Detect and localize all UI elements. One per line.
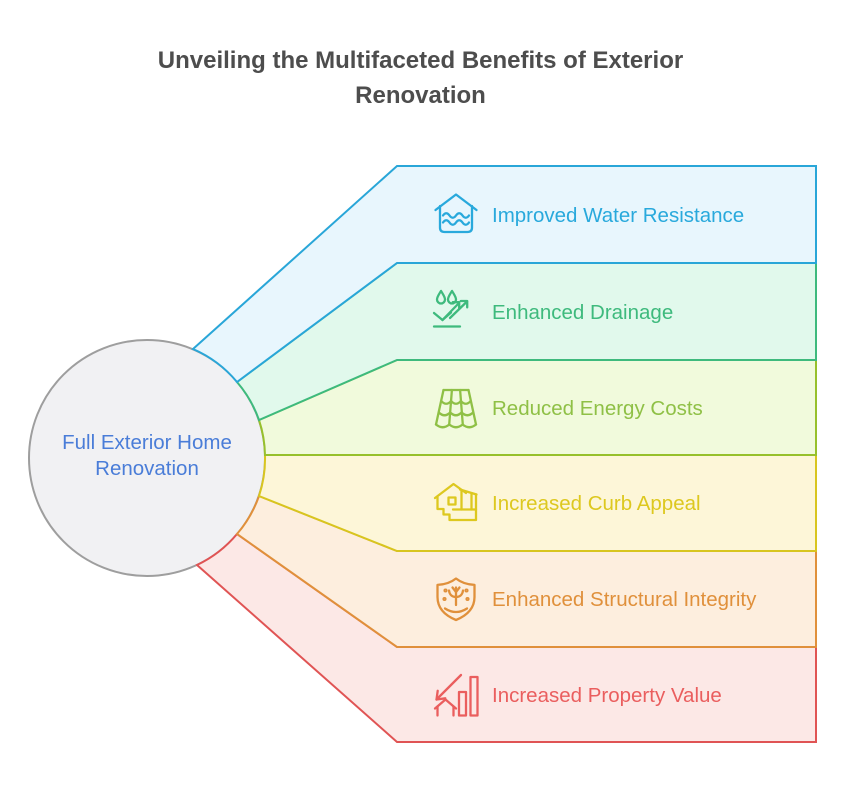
band-label-increased-property-value: Increased Property Value: [492, 684, 722, 707]
band-improved-water-resistance: [191, 165, 817, 384]
band-increased-property-value: [195, 532, 817, 743]
flooded-house-icon: [434, 193, 478, 234]
page-title: Unveiling the Multifaceted Benefits of E…: [157, 47, 684, 109]
roof-tiles-icon: [434, 388, 478, 429]
center-circle-label-line1: Full Exterior Home: [62, 431, 232, 454]
band-label-increased-curb-appeal: Increased Curb Appeal: [492, 492, 701, 515]
band-label-enhanced-structural-integrity: Enhanced Structural Integrity: [492, 588, 757, 611]
house-steps-icon: [433, 482, 478, 522]
center-circle-label-line2: Renovation: [95, 457, 199, 480]
band-label-enhanced-drainage: Enhanced Drainage: [492, 301, 673, 324]
band-label-improved-water-resistance: Improved Water Resistance: [492, 204, 744, 227]
shield-roots-icon: [436, 577, 476, 622]
house-chart-arrow-icon: [433, 673, 479, 717]
drainage-arrows-icon: [432, 289, 469, 328]
band-label-reduced-energy-costs: Reduced Energy Costs: [492, 397, 703, 420]
